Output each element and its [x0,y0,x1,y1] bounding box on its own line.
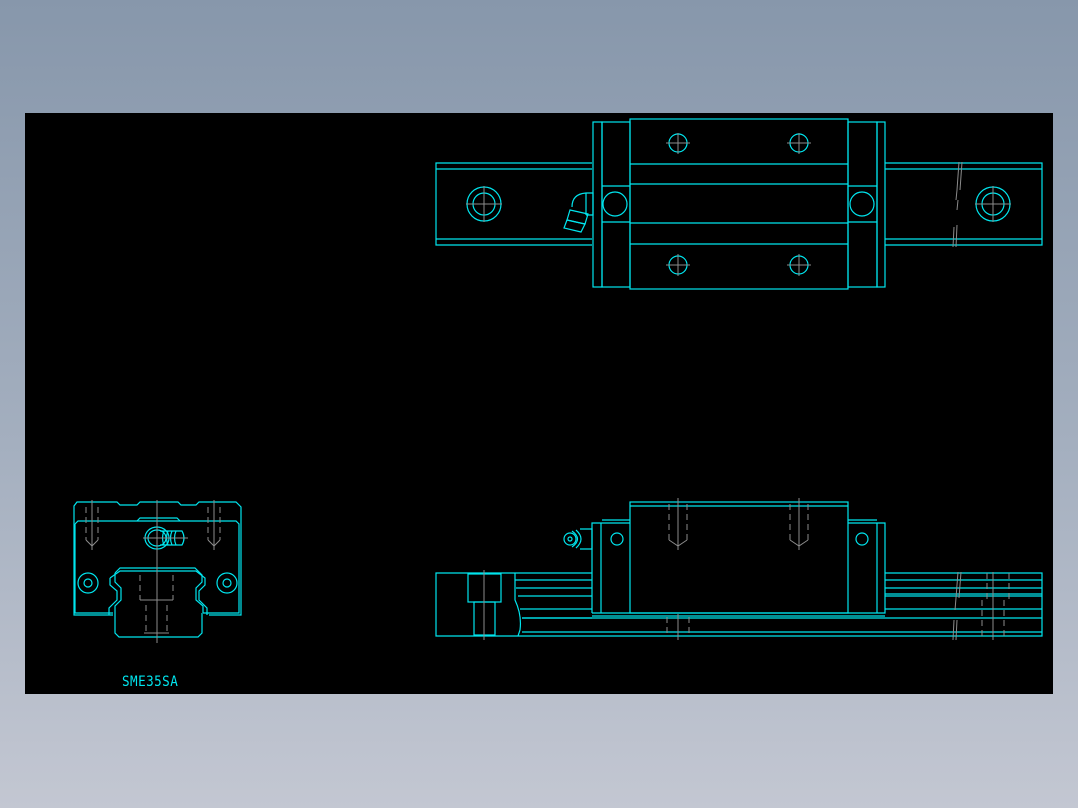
side-view [435,498,1043,641]
end-view [73,500,242,643]
drawing-canvas[interactable]: SME35SA [25,113,1053,694]
part-number-label: SME35SA [122,674,179,690]
top-view [435,118,1043,290]
